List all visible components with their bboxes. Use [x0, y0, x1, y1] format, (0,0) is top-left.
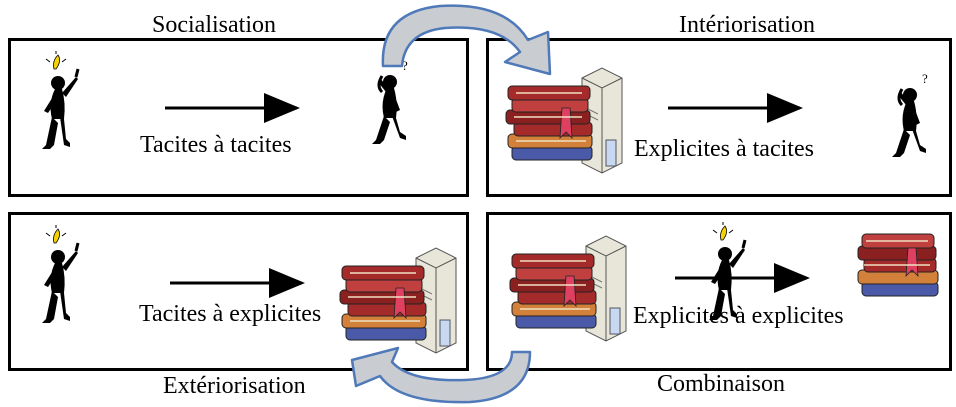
person-question-icon: [890, 69, 930, 159]
interiorisation-label: Explicites à tacites: [634, 136, 814, 162]
books-server-icon: [509, 235, 627, 342]
combinaison-label: Explicites à explicites: [633, 303, 844, 329]
books-icon: [857, 233, 939, 297]
combinaison-title: Combinaison: [657, 371, 786, 397]
exteriorisation-label: Tacites à explicites: [139, 301, 322, 327]
curved-arrow-icon: [381, 4, 552, 76]
interiorisation-title: Intériorisation: [679, 12, 815, 38]
exteriorisation-title: Extériorisation: [163, 373, 306, 399]
books-server-icon: [339, 247, 457, 354]
person-idea-icon: [40, 49, 80, 151]
socialisation-label: Tacites à tacites: [140, 132, 292, 158]
person-question-icon: [370, 56, 410, 146]
curved-arrow-icon: [350, 346, 532, 404]
books-server-icon: [505, 67, 623, 174]
person-idea-icon: [40, 223, 80, 325]
socialisation-title: Socialisation: [152, 12, 276, 38]
